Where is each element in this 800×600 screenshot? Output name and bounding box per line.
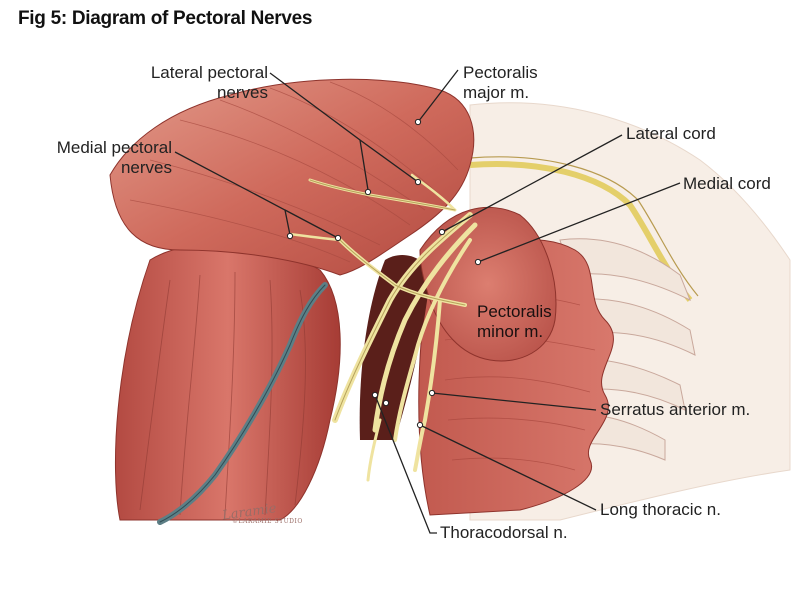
label-medial-cord: Medial cord [683,174,771,193]
pectoralis-major-muscle [109,78,475,276]
leader-long-thoracic [419,424,597,511]
leader-lines [174,69,681,534]
leader-lateral-pectoral-2 [359,139,419,183]
label-pectoralis-minor: Pectoralis minor m. [477,302,552,341]
label-pectoralis-major: Pectoralis major m. [463,63,538,102]
arm-muscle [114,243,341,521]
leader-lateral-cord [441,134,623,233]
label-long-thoracic: Long thoracic n. [600,500,721,519]
label-thoracodorsal: Thoracodorsal n. [440,523,568,542]
leader-pectoralis-major [417,69,459,123]
leader-medial-cord [477,182,681,263]
label-lateral-cord: Lateral cord [626,124,716,143]
leader-serratus [431,392,597,411]
artist-signature: Laramie ©LARAMIE STUDIO [221,501,303,525]
leader-thoracodorsal [374,394,437,534]
leader-medial-pectoral-2 [284,209,339,239]
label-serratus-anterior: Serratus anterior m. [600,400,751,419]
label-lateral-pectoral-nerves: Lateral pectoral nerves [150,63,268,102]
figure-title: Fig 5: Diagram of Pectoral Nerves [18,8,313,29]
label-medial-pectoral-nerves: Medial pectoral nerves [56,138,172,177]
